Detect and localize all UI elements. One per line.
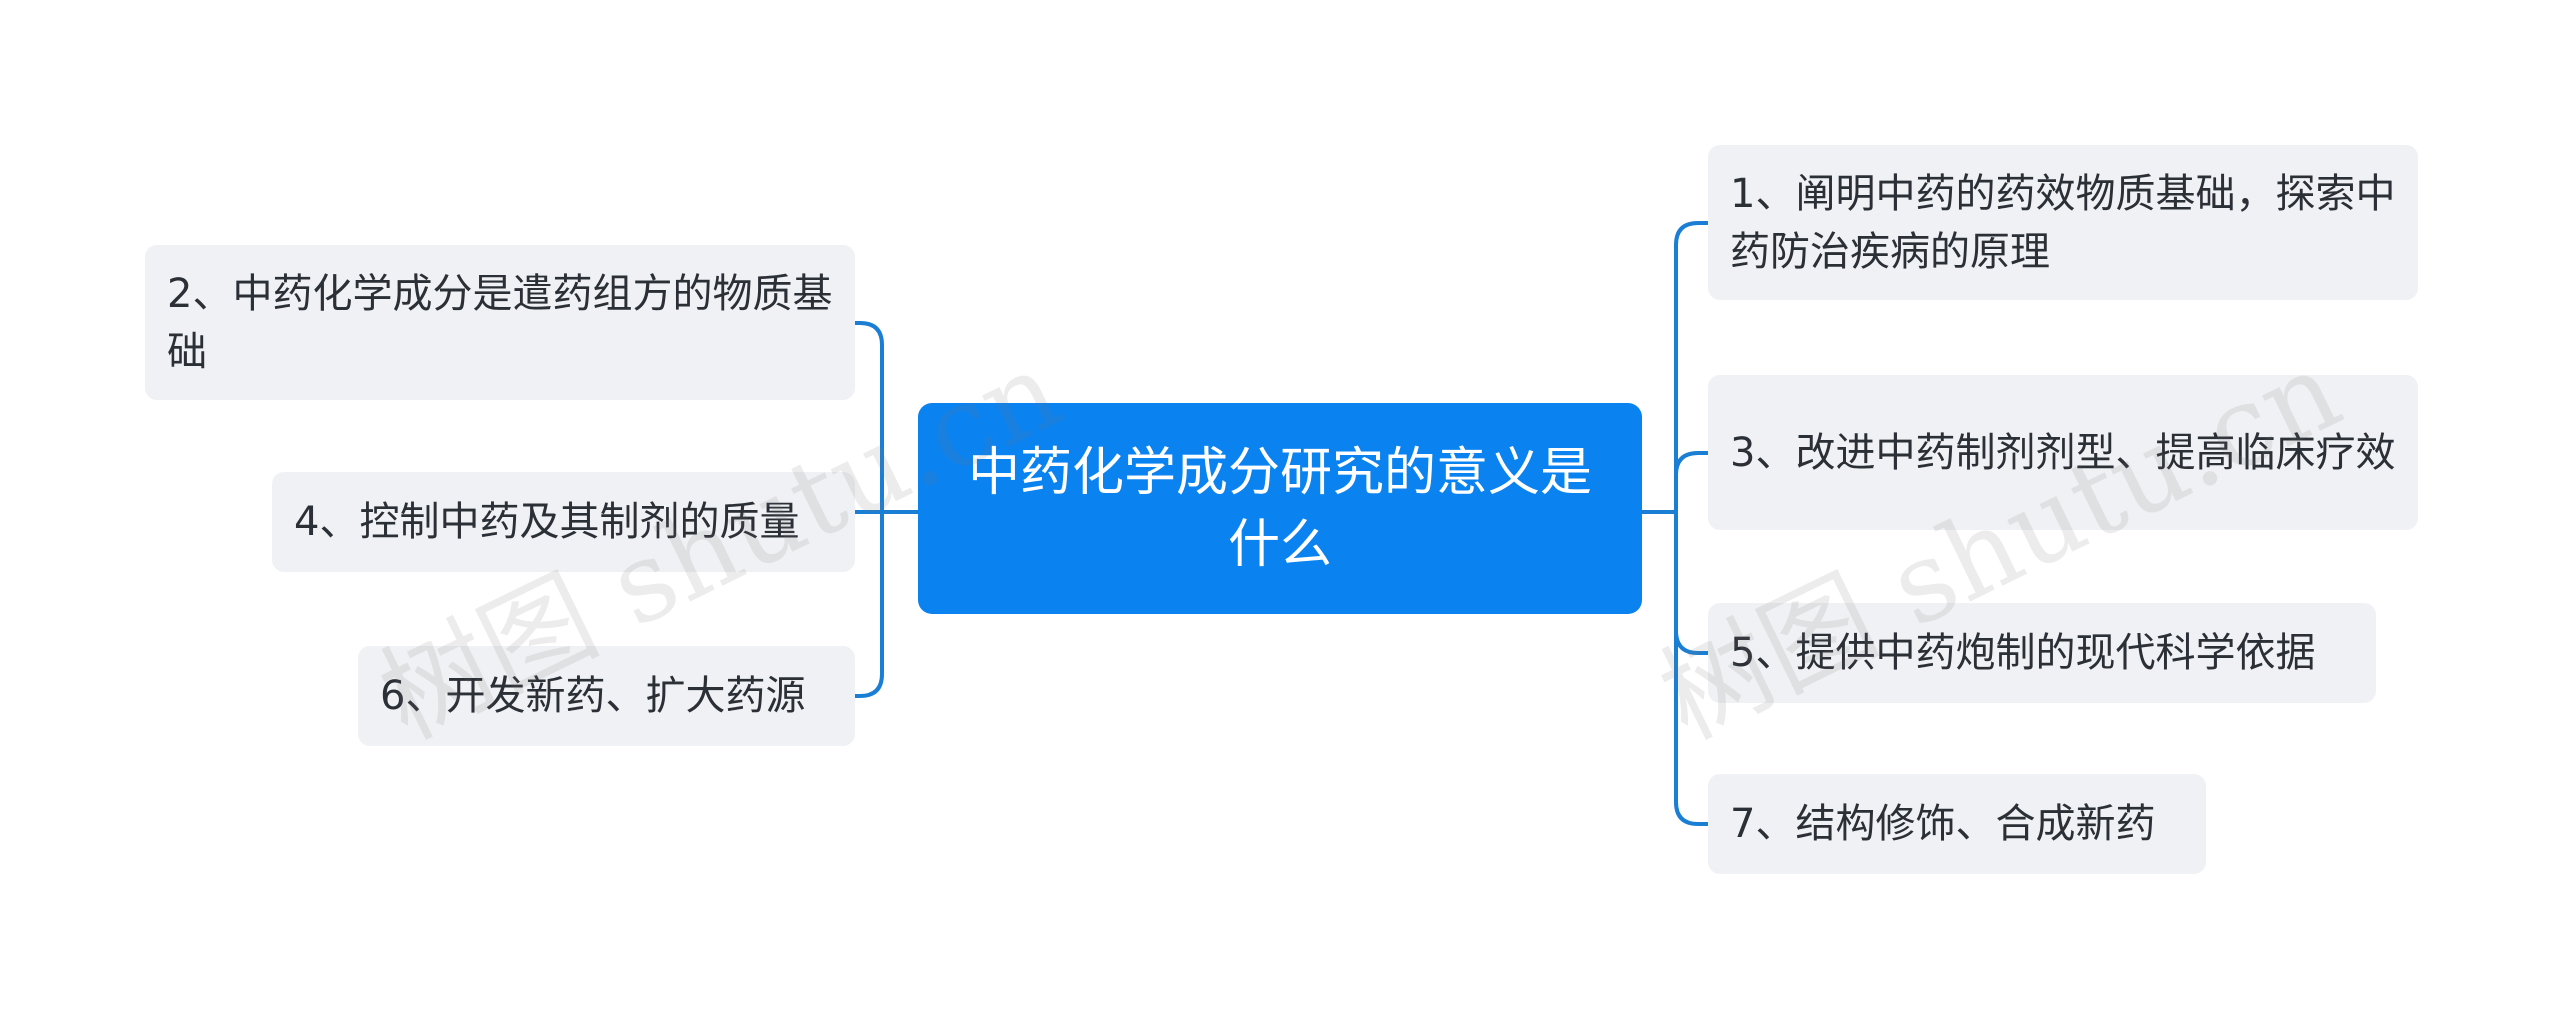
link-left-6 (855, 512, 884, 698)
root-node[interactable]: 中药化学成分研究的意义是什么 (918, 403, 1642, 614)
node-label: 5、提供中药炮制的现代科学依据 (1730, 630, 2316, 676)
node-label: 6、开发新药、扩大药源 (380, 673, 806, 719)
node-label: 3、改进中药制剂剂型、提高临床疗效 (1730, 429, 2396, 476)
right-node-3[interactable]: 3、改进中药制剂剂型、提高临床疗效 (1708, 375, 2418, 530)
node-label: 7、结构修饰、合成新药 (1730, 801, 2156, 847)
link-right-1 (1674, 221, 1708, 512)
left-node-6[interactable]: 6、开发新药、扩大药源 (358, 646, 855, 746)
link-right-3 (1674, 451, 1708, 512)
left-node-2[interactable]: 2、中药化学成分是遣药组方的物质基础 (145, 245, 855, 400)
node-label: 4、控制中药及其制剂的质量 (294, 499, 800, 545)
link-left-2 (855, 321, 884, 512)
right-node-7[interactable]: 7、结构修饰、合成新药 (1708, 774, 2206, 874)
node-label: 2、中药化学成分是遣药组方的物质基础 (167, 270, 833, 375)
root-label: 中药化学成分研究的意义是什么 (967, 442, 1592, 575)
link-right-5 (1674, 512, 1708, 655)
link-right-7 (1674, 512, 1708, 826)
left-node-4[interactable]: 4、控制中药及其制剂的质量 (272, 472, 855, 572)
node-label: 1、阐明中药的药效物质基础，探索中药防治疾病的原理 (1730, 170, 2396, 275)
right-node-5[interactable]: 5、提供中药炮制的现代科学依据 (1708, 603, 2376, 703)
right-node-1[interactable]: 1、阐明中药的药效物质基础，探索中药防治疾病的原理 (1708, 145, 2418, 300)
